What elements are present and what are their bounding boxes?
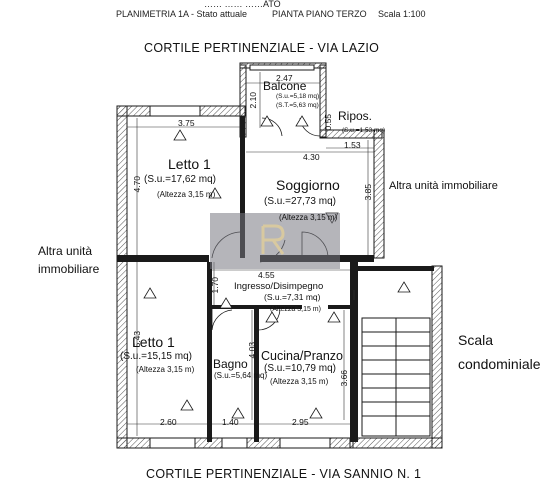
- dimension-lines: [127, 72, 374, 436]
- balcone-st: (S.T.=5,63 mq): [276, 102, 319, 109]
- bagno-su: (S.u.=5,64 mq): [214, 371, 268, 380]
- dim-bottom-2: 1.40: [222, 417, 239, 427]
- room-balcone: Balcone: [263, 79, 307, 93]
- dim-letto-top-h: 4.70: [132, 175, 143, 193]
- dim-ingresso-h: 1.70: [210, 276, 221, 294]
- plan-scale: Scala 1:100: [378, 9, 426, 19]
- soggiorno-alt: (Altezza 3,15 m): [279, 213, 338, 222]
- plan-floor: PIANTA PIANO TERZO: [272, 9, 367, 19]
- dim-bottom-3: 2.95: [292, 417, 309, 427]
- letto-top-alt: (Altezza 3,15 m): [157, 190, 216, 199]
- dim-ripos-h: 0.55: [323, 113, 334, 131]
- room-bagno: Bagno: [213, 357, 248, 371]
- stairs-label: Scala condominiale: [458, 332, 541, 372]
- dim-ingresso-w: 4.55: [258, 270, 275, 280]
- neighbor-left: Altra unità immobiliare: [38, 244, 100, 276]
- courtyard-top: CORTILE PERTINENZIALE - VIA LAZIO: [144, 41, 380, 55]
- dim-ripos-w: 1.53: [344, 140, 361, 150]
- ingresso-alt: (Altezza 3,15 m): [270, 306, 321, 313]
- dim-cucina-h-right: 3.66: [339, 369, 350, 387]
- view-markers: [143, 115, 411, 419]
- ripos-su: (S.u.=1,53 mq): [342, 127, 386, 134]
- dim-letto-bottom-h: 5.43: [132, 330, 143, 348]
- room-letto-top: Letto 1: [168, 156, 211, 172]
- plan-title: PLANIMETRIA 1A - Stato attuale: [116, 9, 248, 19]
- header-cut-line: …… …… ……ATO: [204, 0, 281, 9]
- dim-balcone-h: 2.10: [248, 91, 259, 109]
- room-ripos: Ripos.: [338, 109, 373, 123]
- windows: [149, 64, 331, 449]
- courtyard-bottom: CORTILE PERTINENZIALE - VIA SANNIO N. 1: [146, 467, 422, 481]
- dim-bottom-1: 2.60: [160, 417, 177, 427]
- soggiorno-su: (S.u.=27,73 mq): [264, 196, 336, 207]
- room-soggiorno: Soggiorno: [276, 177, 340, 193]
- dim-soggiorno-w: 4.30: [303, 152, 320, 162]
- room-cucina: Cucina/Pranzo: [261, 349, 343, 363]
- dim-cucina-h-left: 4.03: [247, 341, 258, 359]
- ingresso-su: (S.u.=7,31 mq): [264, 292, 321, 302]
- letto-top-su: (S.u.=17,62 mq): [144, 174, 216, 185]
- letto-bottom-su: (S.u.=15,15 mq): [120, 351, 192, 362]
- neighbor-right: Altra unità immobiliare: [389, 180, 498, 192]
- letto-bottom-alt: (Altezza 3,15 m): [136, 365, 195, 374]
- dim-soggiorno-h: 3.85: [363, 183, 374, 201]
- room-letto-bottom: Letto 1: [132, 334, 175, 350]
- room-ingresso: Ingresso/Disimpegno: [234, 281, 324, 292]
- cucina-su: (S.u.=10,79 mq): [264, 363, 336, 374]
- agency-logo-icon: [261, 224, 285, 255]
- internal-walls: [117, 116, 434, 442]
- staircase: [361, 317, 431, 437]
- balcone-su: (S.u.=5,18 mq): [276, 93, 320, 100]
- dim-balcone-w: 2.47: [276, 73, 293, 83]
- cucina-alt: (Altezza 3,15 m): [270, 377, 329, 386]
- dim-letto-top-w: 3.75: [178, 118, 195, 128]
